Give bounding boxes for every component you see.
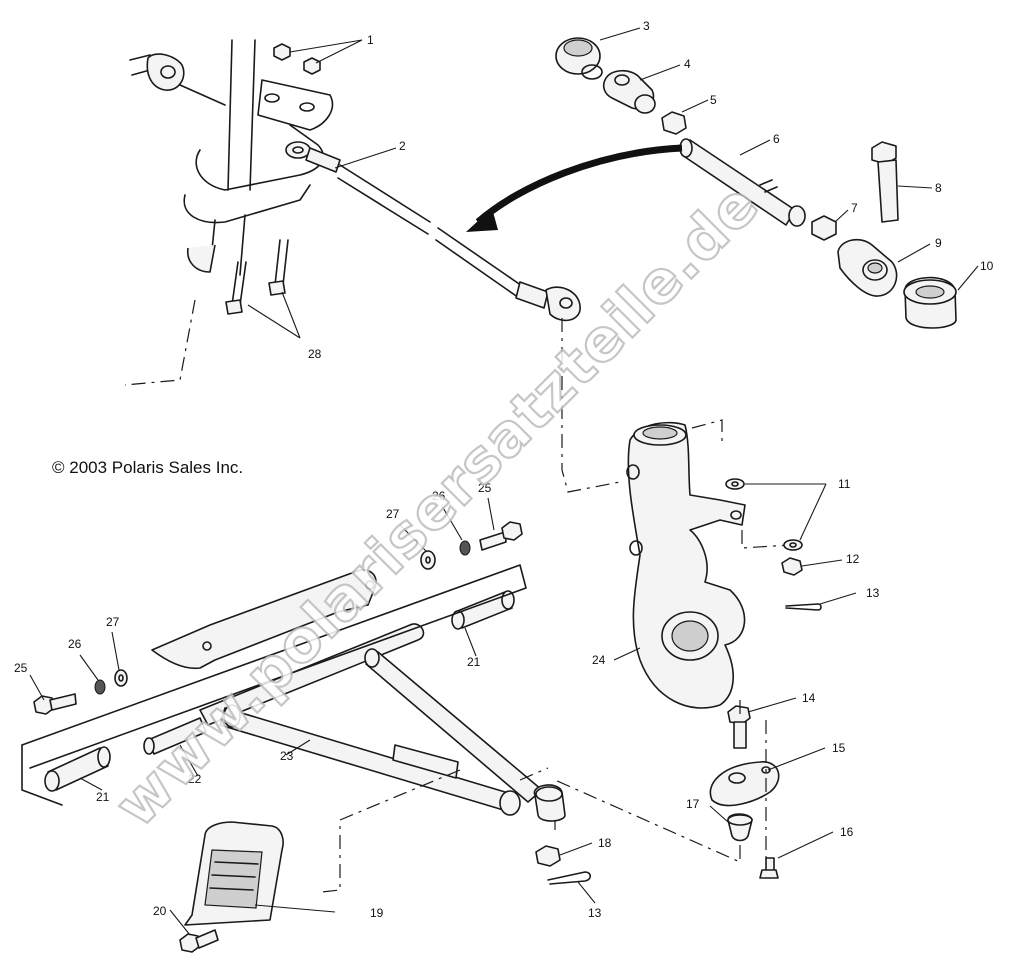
callout-13-top: 13: [866, 586, 880, 600]
callout-28: 28: [308, 347, 322, 361]
callout-9: 9: [935, 236, 942, 250]
tie-rod-end-left: [129, 53, 226, 106]
callout-11: 11: [838, 477, 851, 491]
callout-12: 12: [846, 552, 860, 566]
washer-26-right: [459, 540, 471, 556]
assembly-arrow: [466, 144, 683, 232]
tie-rod-end-9: [837, 238, 898, 297]
guard-19: [184, 821, 284, 926]
steering-post: [183, 39, 334, 276]
bolt-8: [871, 141, 899, 223]
callout-26-right: 26: [432, 489, 446, 503]
callout-20: 20: [153, 904, 167, 918]
callout-10: 10: [980, 259, 994, 273]
washer-27-left: [114, 669, 128, 687]
bolt-25-left: [33, 693, 77, 715]
centerline-guard: [321, 769, 461, 893]
callout-25-left: 25: [14, 661, 28, 675]
callout-27-right: 27: [386, 507, 400, 521]
tie-rod: [285, 141, 581, 322]
callout-18: 18: [598, 836, 612, 850]
castle-nut-18: [535, 845, 561, 867]
bolt-16: [759, 857, 779, 879]
callout-6: 6: [773, 132, 780, 146]
cotter-pin-13-bottom: [547, 871, 592, 885]
bushing-21-lower: [44, 746, 111, 792]
lock-nuts: [273, 43, 321, 75]
frame-outline: [21, 564, 527, 806]
callout-22: 22: [188, 772, 202, 786]
callout-3: 3: [643, 19, 650, 33]
bolts-28: [225, 239, 289, 315]
callout-1: 1: [367, 33, 374, 47]
callout-17: 17: [686, 797, 700, 811]
callout-13-bottom: 13: [588, 906, 602, 920]
callout-25-right: 25: [478, 481, 492, 495]
callout-15: 15: [832, 741, 846, 755]
pivot-tube-22: [143, 717, 207, 755]
callout-5: 5: [710, 93, 717, 107]
cotter-pin-13-top: [785, 603, 822, 611]
jam-nut-7: [811, 215, 837, 241]
centerline-ball-joint: [554, 700, 767, 863]
rubber-boot-3: [555, 37, 603, 80]
callout-7: 7: [851, 201, 858, 215]
leader-lines: [29, 27, 979, 936]
ball-joint-17: [727, 813, 753, 842]
washer-27-right: [420, 550, 436, 570]
adjuster-sleeve-6: [679, 138, 806, 227]
callout-23: 23: [280, 749, 294, 763]
plate-15: [709, 761, 780, 807]
callout-2: 2: [399, 139, 406, 153]
centerline-left: [124, 299, 196, 386]
callout-26-left: 26: [68, 637, 82, 651]
screw-20: [179, 929, 219, 953]
callout-labels: 1 2 3 4 5 6 7 8 9 10 11 12 13 24 14 15 1…: [14, 19, 994, 920]
washer-26-left: [94, 679, 106, 695]
centerline-a-arm: [519, 767, 556, 830]
callout-21-lower: 21: [96, 790, 110, 804]
callout-19: 19: [370, 906, 384, 920]
castle-nut-12: [781, 557, 803, 576]
bushing-21-upper: [451, 590, 515, 630]
callout-24: 24: [592, 653, 606, 667]
copyright-text: © 2003 Polaris Sales Inc.: [52, 458, 243, 477]
callout-21-upper: 21: [467, 655, 481, 669]
frame-bracket: [151, 568, 377, 670]
washers-11: [725, 478, 803, 551]
tie-rod-end-4: [602, 69, 656, 114]
callout-4: 4: [684, 57, 691, 71]
callout-16: 16: [840, 825, 854, 839]
centerline-knuckle: [691, 419, 791, 549]
bolt-14: [727, 705, 751, 749]
a-arm: [199, 623, 566, 822]
callout-14: 14: [802, 691, 816, 705]
rubber-boot-10: [903, 276, 957, 329]
callout-27-left: 27: [106, 615, 120, 629]
jam-nut-5: [661, 111, 687, 135]
steering-knuckle: [626, 421, 746, 709]
bolt-25-right: [479, 521, 523, 551]
callout-8: 8: [935, 181, 942, 195]
